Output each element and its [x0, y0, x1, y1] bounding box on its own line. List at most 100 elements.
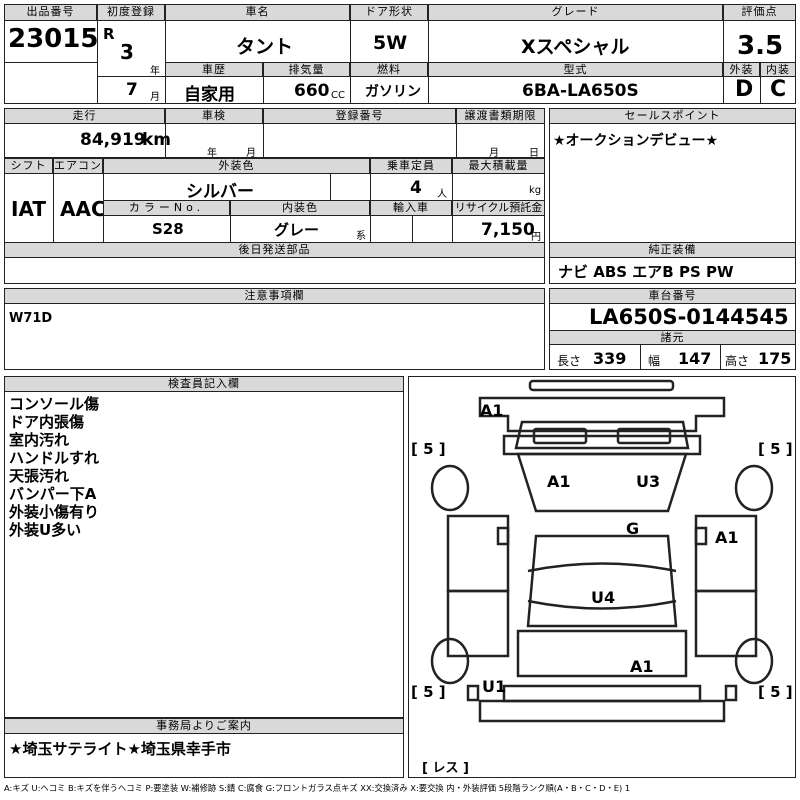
inspection-year-unit: 年	[207, 148, 217, 159]
chassis-label: 車台番号	[549, 288, 796, 304]
transfer-month-unit: 月	[489, 148, 499, 159]
load-unit: kg	[529, 185, 542, 196]
air-conditioner: AAC	[60, 197, 106, 221]
interior-color: グレー	[274, 221, 320, 239]
lot-label: 出品番号	[4, 4, 97, 21]
inspection-month-unit: 月	[246, 148, 256, 159]
recycle-fee: 7,150	[481, 220, 535, 240]
damage-mark: U4	[591, 588, 616, 607]
height-label: 高さ	[725, 354, 750, 368]
reg-month: 7	[126, 80, 138, 100]
month-unit: 月	[150, 92, 160, 103]
tire-rear-left: [ 5 ]	[411, 683, 446, 701]
height: 175	[758, 349, 792, 368]
damage-mark: A1	[480, 401, 504, 420]
displacement-unit: CC	[331, 90, 345, 101]
office-label: 事務局よりご案内	[4, 718, 404, 734]
color-no: S28	[152, 220, 184, 238]
history-label: 車歴	[165, 62, 263, 77]
inspector-note: ハンドルすれ	[9, 449, 100, 467]
inspector-note: 天張汚れ	[9, 467, 70, 485]
car-name: タント	[236, 36, 294, 58]
transfer-label: 譲渡書類期限	[456, 108, 545, 124]
mileage: 84,919	[80, 130, 146, 150]
car-diagram	[430, 379, 774, 723]
interior-label: 内装	[760, 62, 796, 77]
width: 147	[678, 349, 712, 368]
damage-mark: U3	[636, 472, 661, 491]
exterior-grade: D	[735, 77, 754, 102]
sales-point: ★オークションデビュー★	[553, 133, 719, 149]
dims-label: 諸元	[549, 330, 796, 345]
inspector-note: コンソール傷	[9, 395, 100, 413]
year-unit: 年	[150, 66, 160, 77]
model-code: 6BA-LA650S	[522, 81, 639, 101]
color-label: 外装色	[103, 158, 370, 174]
office-note: ★埼玉サテライト★埼玉県幸手市	[9, 740, 231, 758]
import-label: 輸入車	[370, 200, 452, 216]
spare-tire: [ レス ]	[422, 761, 469, 776]
load-label: 最大積載量	[452, 158, 545, 174]
era: R	[103, 25, 115, 43]
spec-row	[4, 158, 545, 284]
grade: Xスペシャル	[521, 36, 630, 58]
color-no-label: カラーNo.	[103, 200, 230, 216]
capacity-unit: 人	[437, 189, 447, 200]
length: 339	[593, 349, 627, 368]
tire-rear-right: [ 5 ]	[758, 683, 793, 701]
tire-front-left: [ 5 ]	[411, 440, 446, 458]
exterior-color: シルバー	[186, 182, 254, 202]
history: 自家用	[184, 85, 235, 105]
shift-label: シフト	[4, 158, 53, 174]
score-label: 評価点	[723, 4, 796, 21]
inspector-notes: コンソール傷 ドア内張傷 室内汚れ ハンドルすれ 天張汚れ バンパー下A 外装小…	[9, 395, 99, 539]
interior-color-label: 内装色	[230, 200, 370, 216]
inspector-note: 室内汚れ	[9, 431, 70, 449]
caution-label: 注意事項欄	[4, 288, 545, 304]
ac-label: エアコン	[53, 158, 103, 174]
exterior-label: 外装	[723, 62, 760, 77]
mileage-label: 走行	[4, 108, 165, 124]
inspector-note: バンパー下A	[9, 485, 97, 503]
displacement: 660	[294, 81, 330, 101]
lot-number: 23015	[8, 24, 99, 54]
displacement-label: 排気量	[263, 62, 350, 77]
transfer-day-unit: 日	[529, 148, 539, 159]
inspection-label: 車検	[165, 108, 263, 124]
grade-label: グレード	[428, 4, 723, 21]
capacity: 4	[410, 178, 422, 198]
caution: W71D	[9, 311, 53, 326]
tire-front-right: [ 5 ]	[758, 440, 793, 458]
chassis-number: LA650S-0144545	[589, 305, 789, 329]
fuel-label: 燃料	[350, 62, 428, 77]
interior-grade: C	[770, 77, 787, 102]
equipment: ナビ ABS エアB PS PW	[558, 263, 734, 281]
inspector-note: 外装U多い	[9, 521, 82, 539]
later-parts-label: 後日発送部品	[4, 242, 545, 258]
inspector-note: 外装小傷有り	[9, 503, 100, 521]
first-reg-label: 初度登録	[97, 4, 165, 21]
sales-point-label: セールスポイント	[549, 108, 796, 124]
shift: IAT	[11, 197, 47, 221]
equipment-label: 純正装備	[549, 242, 796, 258]
damage-mark: U1	[482, 677, 507, 696]
inspector-label: 検査員記入欄	[4, 376, 404, 392]
door-type: 5W	[373, 32, 408, 54]
capacity-label: 乗車定員	[370, 158, 452, 174]
car-diagram-box	[408, 376, 796, 778]
damage-mark: A1	[715, 528, 739, 547]
width-label: 幅	[648, 354, 661, 368]
door-label: ドア形状	[350, 4, 428, 21]
mileage-unit: km	[142, 130, 172, 150]
inspector-box	[4, 376, 404, 718]
recycle-label: リサイクル預託金	[452, 200, 545, 216]
length-label: 長さ	[557, 354, 582, 368]
fuel: ガソリン	[365, 84, 421, 100]
model-label: 型式	[428, 62, 723, 77]
interior-color-suffix: 系	[356, 231, 366, 242]
damage-mark: G	[626, 519, 640, 538]
damage-mark: A1	[630, 657, 654, 676]
reg-no-label: 登録番号	[263, 108, 456, 124]
reg-year: 3	[120, 40, 134, 64]
car-name-label: 車名	[165, 4, 350, 21]
